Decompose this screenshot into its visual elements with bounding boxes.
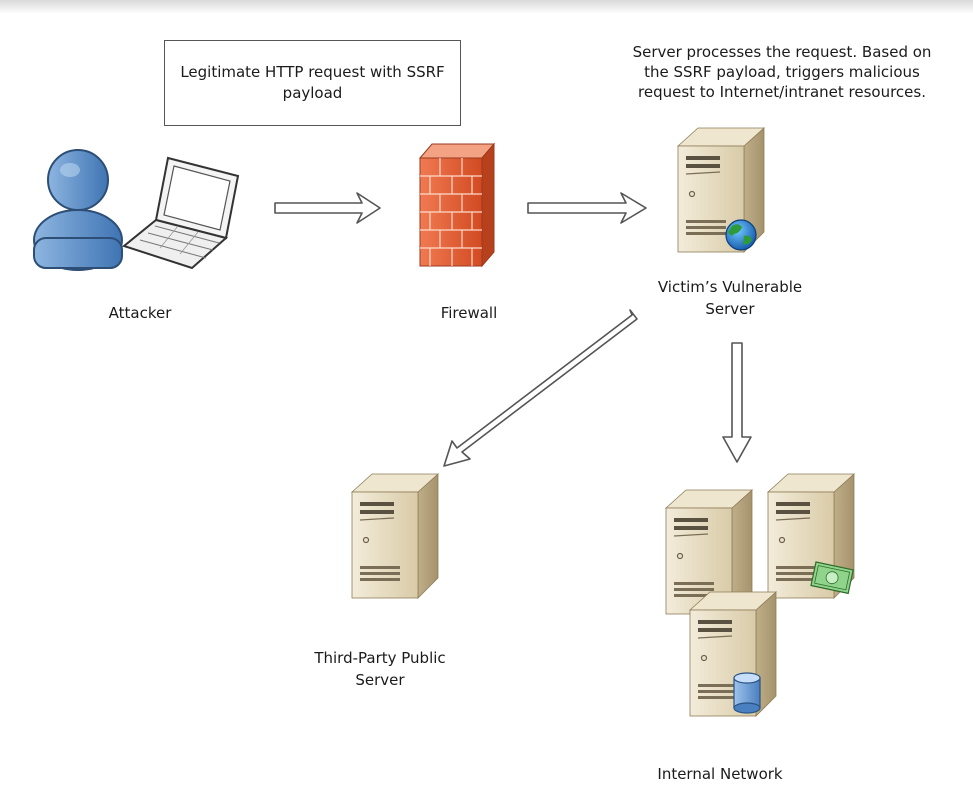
victim-label-line: Victim’s Vulnerable: [657, 278, 803, 296]
top-shadow: [0, 0, 973, 14]
arrow-victim-to-internal: [722, 342, 752, 463]
attacker-label: Attacker: [108, 304, 172, 322]
request-note-line: payload: [282, 84, 343, 102]
request-note-line: Legitimate HTTP request with SSRF: [180, 63, 445, 81]
server-note-line: request to Internet/intranet resources.: [638, 83, 926, 101]
server-note-line: the SSRF payload, triggers malicious: [644, 63, 920, 81]
arrow-victim-to-third-party: [443, 309, 638, 467]
server-note-line: Server processes the request. Based on: [632, 43, 932, 61]
payment-server-icon: [767, 473, 855, 599]
laptop-icon: [121, 156, 240, 270]
third-party-label-line: Server: [355, 671, 405, 689]
request-note-box: Legitimate HTTP request with SSRF payloa…: [164, 40, 461, 126]
victim-server-label: Victim’s Vulnerable Server: [630, 276, 830, 320]
web-server-icon: [677, 127, 765, 253]
server-processing-note: Server processes the request. Based on t…: [612, 42, 952, 102]
user-icon: [33, 149, 123, 271]
database-server-icon: [689, 591, 777, 717]
server-icon: [351, 473, 439, 599]
arrow-firewall-to-victim: [527, 192, 647, 224]
firewall-icon: [418, 142, 496, 268]
victim-label-line: Server: [705, 300, 755, 318]
third-party-server-label: Third-Party Public Server: [290, 647, 470, 691]
arrow-attacker-to-firewall: [274, 192, 381, 224]
internal-network-label: Internal Network: [657, 765, 783, 783]
firewall-label: Firewall: [440, 304, 498, 322]
third-party-label-line: Third-Party Public: [314, 649, 446, 667]
